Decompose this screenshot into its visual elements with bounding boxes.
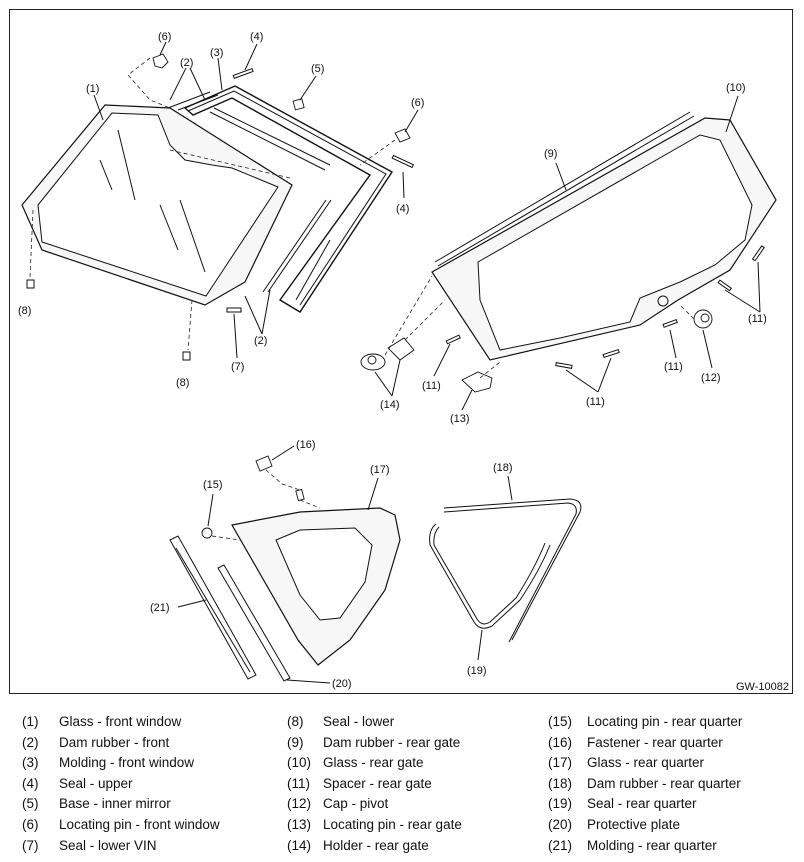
label-17: (17) [370,464,390,476]
label-2-bottom: (2) [254,335,267,347]
label-19: (19) [467,665,487,677]
fastener-rear-quarter [255,445,321,509]
legend-item: (14)Holder - rear gate [287,837,429,853]
rear-gate-glass [431,117,777,361]
legend-item: (17)Glass - rear quarter [548,755,705,771]
figure-code: GW-10082 [736,681,789,693]
part-labels: (1) (2) (2) (3) (4) (4) (5) (6) (6) (7) … [18,31,789,693]
legend-item: (8)Seal - lower [287,714,395,729]
label-10: (10) [726,82,746,94]
base-inner-mirror [292,75,317,111]
front-leaders [93,57,271,335]
label-11-bottom: (11) [586,396,605,408]
label-8-left: (8) [18,305,31,317]
legend-item: (5)Base - inner mirror [22,796,171,812]
legend-column-1: (1)Glass - front window (2)Dam rubber - … [22,712,220,856]
cap-pivot [679,304,713,369]
label-6-left: (6) [158,31,171,43]
legend-column-2: (8)Seal - lower (9)Dam rubber - rear gat… [287,712,462,856]
diagram-frame [9,9,793,694]
label-15: (15) [203,479,223,491]
legend-item: (2)Dam rubber - front [22,734,170,750]
label-20: (20) [332,678,352,690]
protective-plate [217,564,331,684]
legend-item: (6)Locating pin - front window [22,816,220,832]
legend-item: (12)Cap - pivot [287,796,389,812]
legend-item: (18)Dam rubber - rear quarter [548,775,741,791]
locating-pin-rear-quarter [201,493,241,541]
legend-item: (1)Glass - front window [22,714,182,729]
label-6-right: (6) [411,97,424,109]
label-16: (16) [296,439,316,451]
leader-10 [725,95,739,133]
legend-item: (19)Seal - rear quarter [548,796,697,812]
label-7: (7) [231,361,244,373]
seal-lower [26,209,193,361]
legend-item: (20)Protective plate [548,816,681,832]
seal-upper [232,43,415,199]
legend-column-3: (15)Locating pin - rear quarter (16)Fast… [548,712,743,856]
molding-rear-quarter [169,535,257,680]
legend-item: (16)Fastener - rear quarter [548,734,723,750]
label-4-top: (4) [250,31,263,43]
label-21: (21) [150,602,170,614]
front-window-glass [21,104,293,306]
label-1: (1) [86,83,99,95]
legend-item: (13)Locating pin - rear gate [287,816,462,832]
label-9: (9) [544,148,557,160]
label-18: (18) [493,462,513,474]
label-8-bottom: (8) [176,377,189,389]
label-2-top: (2) [180,57,193,69]
label-11-mid: (11) [664,361,683,373]
spacer-rear-gate [433,245,765,393]
legend-item: (4)Seal - upper [22,775,133,791]
label-11-right: (11) [748,313,767,325]
front-window-molding [183,85,394,313]
locating-pin-rear-gate [461,361,501,411]
holder-rear-gate [360,275,446,397]
legend-item: (9)Dam rubber - rear gate [287,734,461,750]
label-11-left: (11) [422,380,441,392]
label-14: (14) [380,399,400,411]
seal-lower-vin [226,307,242,359]
label-12: (12) [701,372,721,384]
legend-item: (11)Spacer - rear gate [287,775,432,791]
label-4-right: (4) [396,203,409,215]
exploded-parts-diagram: (1) (2) (2) (3) (4) (4) (5) (6) (6) (7) … [18,31,789,693]
legend-item: (7)Seal - lower VIN [22,837,157,853]
legend-item: (3)Molding - front window [22,755,195,771]
legend-item: (15)Locating pin - rear quarter [548,714,743,729]
legend-item: (21)Molding - rear quarter [548,837,717,853]
label-13: (13) [450,413,470,425]
legend-item: (10)Glass - rear gate [287,755,424,771]
label-5: (5) [311,63,324,75]
locating-pin-front [127,41,419,166]
dam-rubber-rear-gate [434,111,695,267]
dam-rubber-front [167,91,332,301]
dam-rubber-rear-quarter [443,475,582,643]
rear-quarter-glass [231,477,401,666]
seal-rear-quarter [429,523,551,661]
label-3: (3) [210,47,223,59]
